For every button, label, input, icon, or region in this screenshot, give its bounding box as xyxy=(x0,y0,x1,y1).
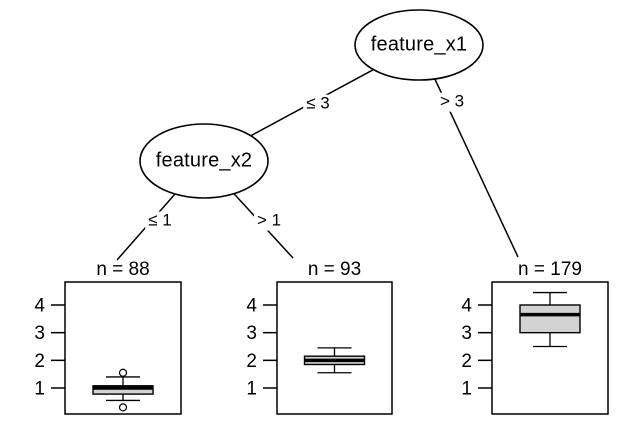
y-tick-label: 3 xyxy=(461,323,472,344)
node-ellipse-feature-x1 xyxy=(354,9,484,81)
outlier-point xyxy=(118,368,128,377)
y-tick-label: 3 xyxy=(246,323,257,344)
edge-label-le-1: ≤ 1 xyxy=(145,211,175,231)
edge-label-gt-3: > 3 xyxy=(436,92,468,112)
panel-title-n88: n = 88 xyxy=(96,259,150,280)
iqr-box xyxy=(519,304,581,334)
boxplot-panel: 1 2 3 4 xyxy=(34,281,182,415)
panel-title-n93: n = 93 xyxy=(307,259,362,280)
y-tick-label: 1 xyxy=(461,379,472,400)
panel-title-n179: n = 179 xyxy=(518,259,582,280)
iqr-box xyxy=(92,385,154,395)
node-label-feature-x1: feature_x1 xyxy=(370,33,468,56)
boxplot-panel: 1 2 3 4 xyxy=(461,281,609,415)
y-tick-label: 4 xyxy=(246,295,257,316)
y-tick-label: 1 xyxy=(34,379,45,400)
y-tick-label: 2 xyxy=(461,351,472,372)
y-tick-label: 4 xyxy=(34,295,45,316)
y-tick-label: 4 xyxy=(461,295,472,316)
outlier-point xyxy=(118,403,128,412)
node-ellipse-feature-x2 xyxy=(139,123,269,199)
edge-label-gt-1: > 1 xyxy=(253,211,285,231)
node-label-feature-x2: feature_x2 xyxy=(155,149,253,172)
edge-line-root-to-node4 xyxy=(418,44,519,258)
edge-label-le-3: ≤ 3 xyxy=(303,94,333,114)
y-tick-label: 2 xyxy=(34,351,45,372)
y-tick-label: 1 xyxy=(246,379,257,400)
boxplot-panels: 1 2 3 4 1 2 3 4 1 2 3 4 xyxy=(34,281,609,415)
y-tick-label: 3 xyxy=(34,323,45,344)
y-tick-label: 2 xyxy=(246,351,257,372)
boxplot-panel: 1 2 3 4 xyxy=(246,281,393,415)
